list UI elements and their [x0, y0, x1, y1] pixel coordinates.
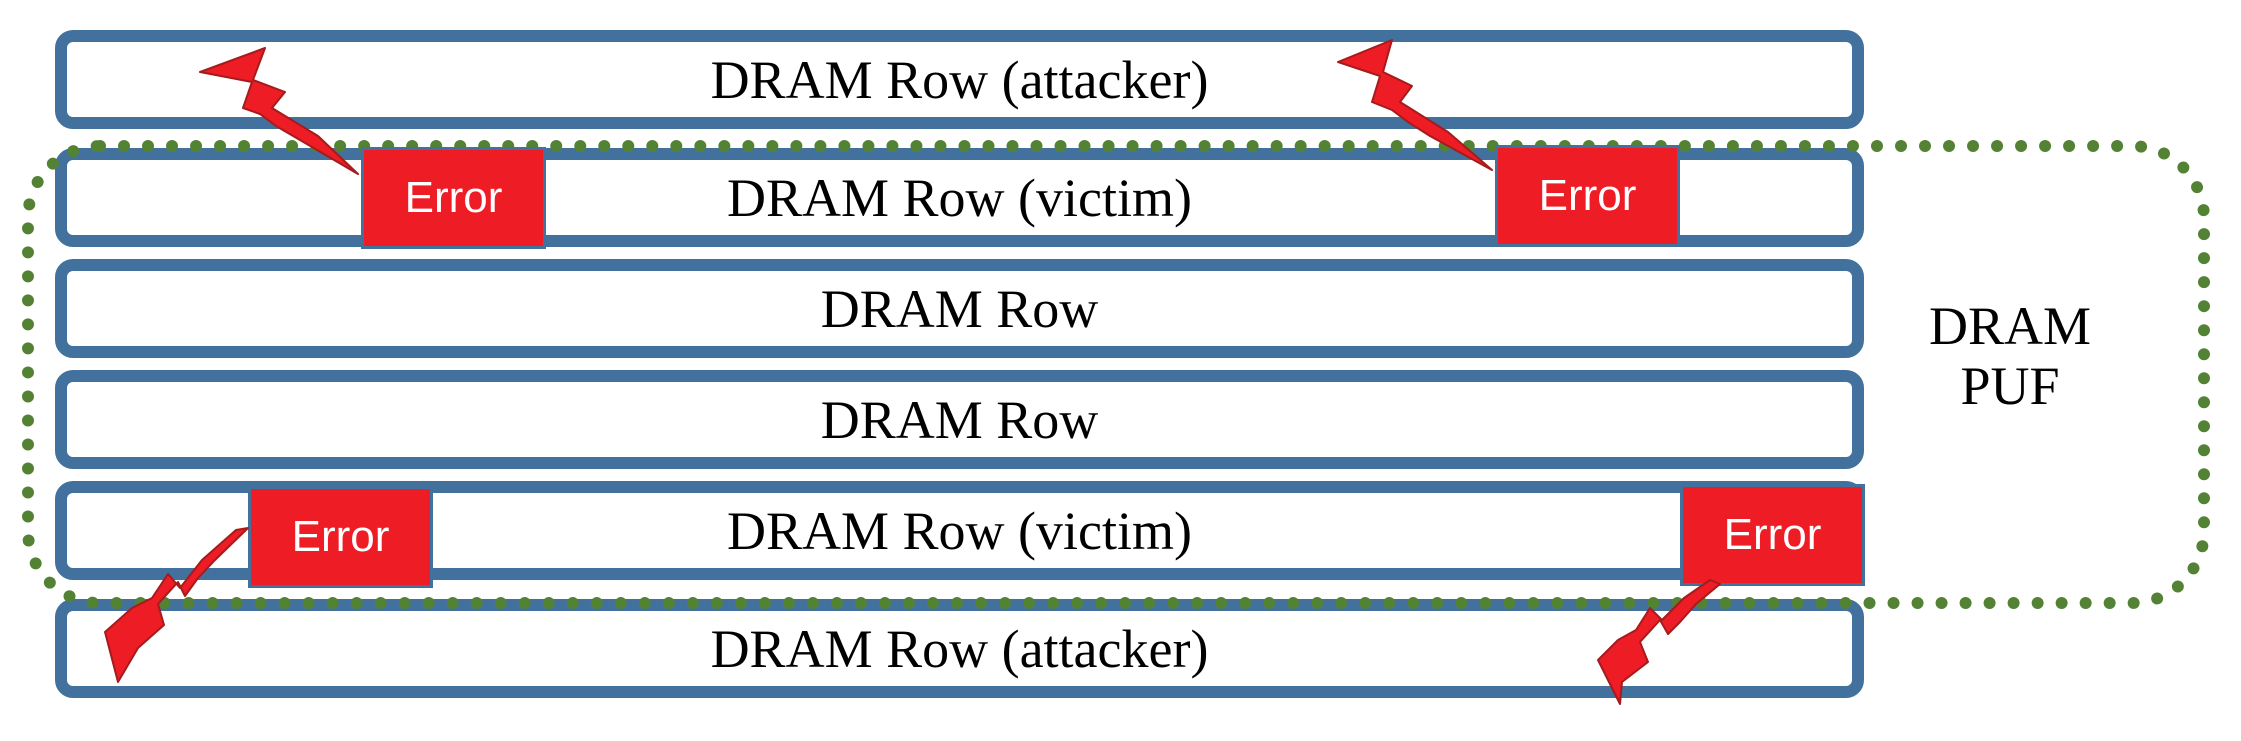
dram-puf-label: DRAM PUF	[1890, 296, 2130, 417]
dram-row-3: DRAM Row	[55, 259, 1864, 358]
row-label: DRAM Row (attacker)	[710, 618, 1209, 679]
error-box-bottom-left: Error	[248, 486, 433, 588]
error-label: Error	[1538, 171, 1637, 220]
error-box-top-right: Error	[1495, 145, 1680, 247]
error-label: Error	[404, 173, 503, 222]
row-label: DRAM Row	[820, 278, 1099, 339]
row-label: DRAM Row (victim)	[727, 500, 1192, 561]
dram-row-attacker-bottom: DRAM Row (attacker)	[55, 599, 1864, 698]
error-label: Error	[1723, 510, 1822, 559]
error-label: Error	[291, 512, 390, 561]
error-box-top-left: Error	[361, 147, 546, 249]
dram-row-4: DRAM Row	[55, 370, 1864, 469]
row-label: DRAM Row (attacker)	[710, 49, 1209, 110]
error-box-bottom-right: Error	[1680, 484, 1865, 586]
puf-label-line-1: DRAM	[1928, 296, 2092, 356]
puf-label-line-2: PUF	[1960, 356, 2060, 417]
row-label: DRAM Row	[820, 389, 1099, 450]
row-label: DRAM Row (victim)	[727, 167, 1192, 228]
dram-row-attacker-top: DRAM Row (attacker)	[55, 30, 1864, 129]
